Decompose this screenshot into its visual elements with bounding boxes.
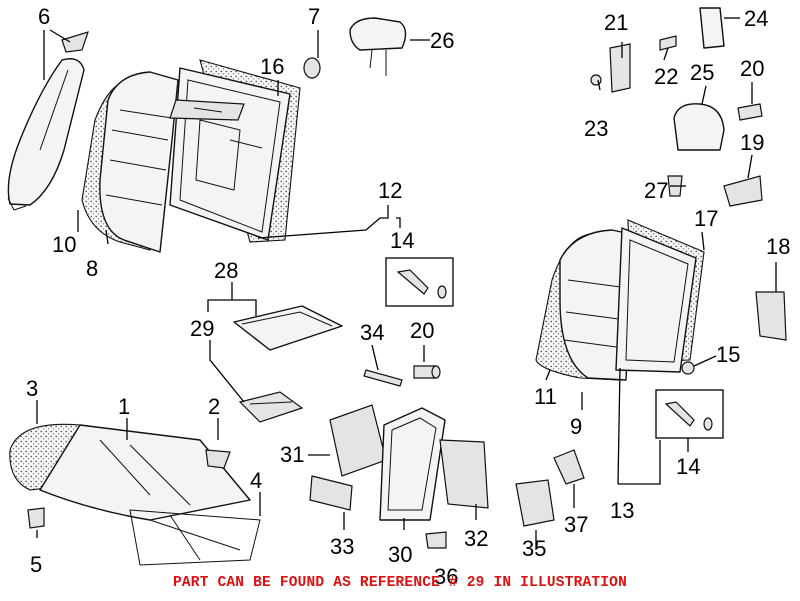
clip-15 [681,361,695,375]
reference-note: PART CAN BE FOUND AS REFERENCE # 29 IN I… [173,575,627,591]
callout-15: 15 [716,342,740,367]
bolt-set-14-upper [396,269,447,299]
callout-17: 17 [694,206,718,231]
trim-cover-24 [699,7,725,49]
bracket-2 [205,449,231,469]
callout-5: 5 [30,552,42,577]
pin-20-middle [413,365,441,379]
seatback-right [535,219,705,381]
callout-27: 27 [644,178,668,203]
callout-29: 29 [190,316,214,341]
callout-20-middle: 20 [410,318,434,343]
cover-37 [553,449,585,485]
callout-18: 18 [766,234,790,259]
callout-37: 37 [564,512,588,537]
cushion-frame-4 [129,509,261,566]
callout-25: 25 [690,60,714,85]
seat-cushion-1 [9,423,251,521]
callout-numbers: 6 7 26 16 12 14 10 8 28 29 34 20 3 1 2 3… [26,4,790,589]
clip-5 [27,507,45,529]
washer-23 [590,74,602,86]
center-backrest-panel [309,404,489,549]
callout-12: 12 [378,178,402,203]
callout-2: 2 [208,394,220,419]
callout-20-right: 20 [740,56,764,81]
callout-26: 26 [430,28,454,53]
callout-9: 9 [570,414,582,439]
callout-8: 8 [86,256,98,281]
callout-30: 30 [388,542,412,567]
callout-11: 11 [534,384,557,409]
callout-16: 16 [260,54,284,79]
callout-19: 19 [740,130,764,155]
callout-10: 10 [52,232,76,257]
bolt-set-14-lower [664,401,713,431]
headrest-25 [673,103,725,151]
callout-14-lower: 14 [676,454,700,479]
callout-7: 7 [308,4,320,29]
hardware-box-14-lower [655,389,724,439]
side-bolster-left [7,31,89,211]
callout-28: 28 [214,258,238,283]
callout-13: 13 [610,498,634,523]
seatback-left-frame [169,59,301,243]
callout-33: 33 [330,534,354,559]
callout-36: 36 [434,564,458,589]
bolt-22 [659,35,677,51]
callout-1: 1 [118,394,130,419]
leader-lines [36,17,777,550]
pin-20-right [737,103,763,121]
headrest-26 [349,17,407,76]
clip-7 [303,57,321,79]
guide-19 [723,175,763,207]
callout-4: 4 [250,468,262,493]
bracket-35 [515,479,555,527]
callout-21: 21 [604,10,628,35]
callout-31: 31 [280,442,304,467]
armrest-cushion-28 [233,305,343,351]
seatback-left-cover [81,71,179,253]
callout-32: 32 [464,526,488,551]
callout-35: 35 [522,536,546,561]
trim-18 [755,291,787,341]
bracket-21 [609,43,631,93]
callout-14-upper: 14 [390,228,414,253]
callout-23: 23 [584,116,608,141]
latch-29 [238,391,304,423]
callout-22: 22 [654,64,678,89]
hardware-box-14-upper [385,257,454,307]
callout-3: 3 [26,376,38,401]
trim-strip-34 [363,369,403,387]
callout-34: 34 [360,320,384,345]
callout-6: 6 [38,4,50,29]
callout-24: 24 [744,6,768,31]
